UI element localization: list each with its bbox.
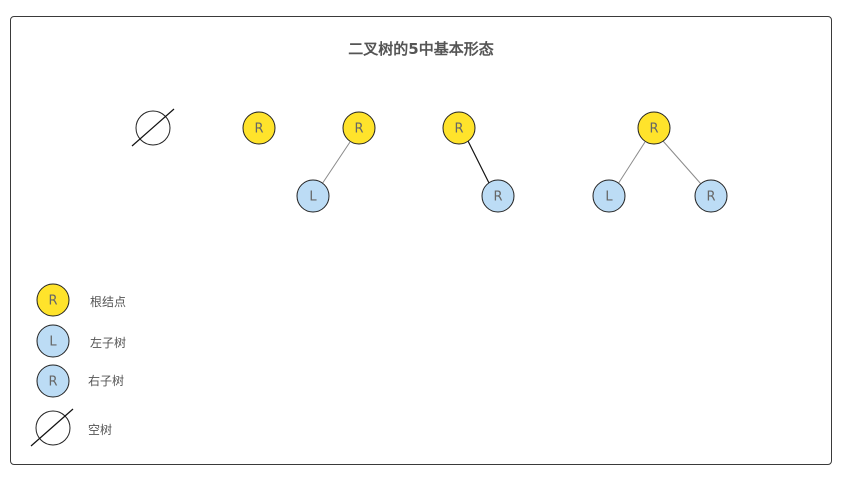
right-child-node	[694, 179, 728, 213]
root-node	[342, 111, 376, 145]
legend-left-swatch	[36, 324, 70, 358]
legend-right-swatch	[36, 364, 70, 398]
root-node-label: R	[354, 122, 363, 137]
empty-tree-slash	[131, 108, 175, 147]
form-both-subtrees: R L R	[592, 111, 728, 213]
right-child-node	[481, 179, 515, 213]
diagram-frame	[10, 16, 832, 465]
legend-item-right-subtree: R 右子树	[36, 364, 124, 398]
form-left-subtree: R L	[296, 111, 376, 213]
legend-item-left-subtree: L 左子树	[36, 324, 126, 358]
left-child-node	[592, 179, 626, 213]
root-node-label: R	[649, 122, 658, 137]
edge-root-left	[617, 141, 646, 185]
form-empty-tree	[131, 108, 175, 147]
right-child-label: R	[706, 190, 715, 205]
legend-left-swatch-label: L	[49, 335, 57, 350]
right-child-label: R	[493, 190, 502, 205]
legend: R 根结点 L 左子树 R 右子树 空树	[30, 283, 126, 447]
form-right-subtree: R R	[442, 111, 515, 213]
legend-root-swatch	[36, 283, 70, 317]
root-node	[242, 111, 276, 145]
legend-root-label: 根结点	[90, 295, 126, 309]
legend-right-swatch-label: R	[48, 375, 57, 390]
root-node	[442, 111, 476, 145]
legend-item-root: R 根结点	[36, 283, 126, 317]
left-child-node	[296, 179, 330, 213]
legend-root-swatch-label: R	[48, 294, 57, 309]
legend-item-empty-tree: 空树	[30, 408, 112, 447]
legend-right-subtree-label: 右子树	[88, 373, 124, 388]
edge-root-left	[321, 141, 351, 185]
root-node-label: R	[454, 122, 463, 137]
diagram-title: 二叉树的5中基本形态	[348, 40, 493, 58]
left-child-label: L	[605, 190, 613, 205]
root-node-label: R	[254, 122, 263, 137]
left-child-label: L	[309, 190, 317, 205]
root-node	[637, 111, 671, 145]
legend-left-subtree-label: 左子树	[90, 335, 126, 350]
edge-root-right	[467, 140, 490, 184]
edge-root-right	[662, 140, 702, 185]
form-root-only: R	[242, 111, 276, 145]
legend-empty-tree-label: 空树	[88, 422, 112, 437]
legend-empty-tree-slash	[30, 408, 74, 447]
